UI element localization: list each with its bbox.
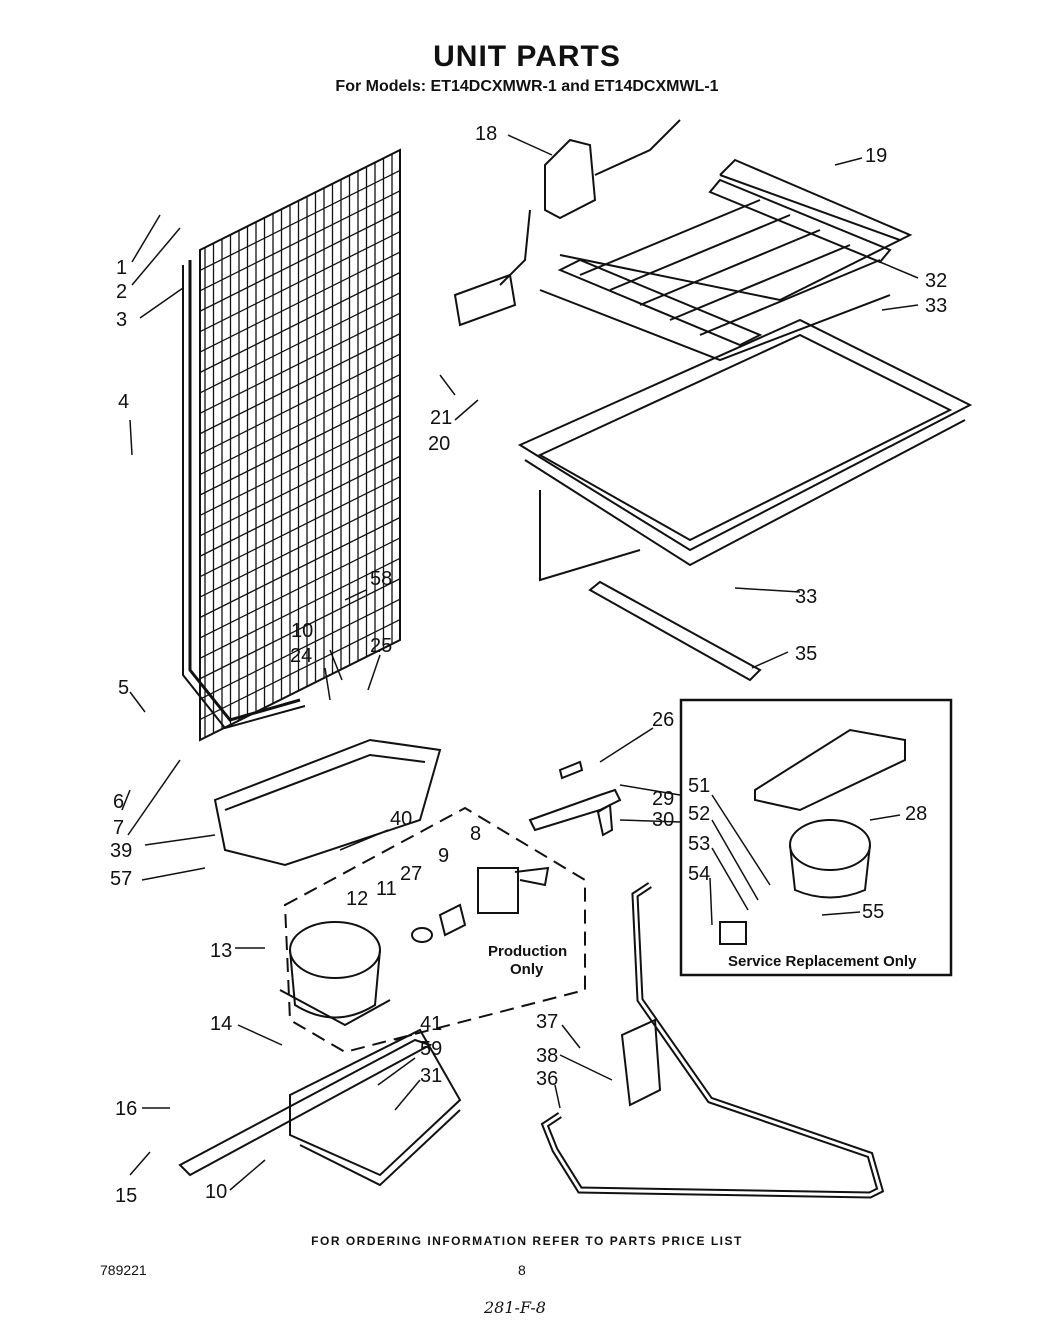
condenser-coil [182,148,401,742]
drain-pan [213,738,442,867]
callout-5: 5 [118,677,129,699]
callout-9: 9 [438,845,449,867]
callout-38: 38 [536,1045,558,1067]
page-title: UNIT PARTS [433,40,621,73]
production-label-line1: Production [488,943,567,960]
callout-3: 3 [116,309,127,331]
callout-27: 27 [400,863,422,885]
page-number: 8 [518,1262,526,1278]
handwritten-note: 281-F-8 [484,1298,546,1317]
service-compressor [719,728,906,945]
callout-31: 31 [420,1065,442,1087]
evaporator-assembly [517,158,973,682]
callout-52: 52 [688,803,710,825]
callout-36: 36 [536,1068,558,1090]
callout-15: 15 [115,1185,137,1207]
callout-6: 6 [113,791,124,813]
page-subtitle: For Models: ET14DCXMWR-1 and ET14DCXMWL-… [335,78,719,95]
callout-57: 57 [110,868,132,890]
callout-8: 8 [470,823,481,845]
callout-54: 54 [688,863,710,885]
callout-19: 19 [865,145,887,167]
callout-37: 37 [536,1011,558,1033]
callout-12: 12 [346,888,368,910]
callout-53: 53 [688,833,710,855]
connecting-tubes [540,882,885,1199]
callout-29: 29 [652,788,674,810]
callout-40: 40 [390,808,412,830]
callout-51: 51 [688,775,710,797]
callout-numbers: 1 2 3 4 5 6 7 10 24 58 25 39 57 40 8 9 2… [110,123,947,1207]
callout-30: 30 [652,809,674,831]
temperature-control [453,119,681,327]
callout-20: 20 [428,433,450,455]
callout-39: 39 [110,840,132,862]
callout-21: 21 [430,407,452,429]
callout-4: 4 [118,391,129,413]
callout-7: 7 [113,817,124,839]
callout-33a: 33 [925,295,947,317]
base-frame [178,1028,462,1187]
callout-2: 2 [116,281,127,303]
callout-1: 1 [116,257,127,279]
document-number: 789221 [100,1262,147,1278]
callout-10a: 10 [291,620,313,642]
production-only-box [283,806,586,1054]
callout-58: 58 [370,568,392,590]
callout-41: 41 [420,1013,442,1035]
leader-lines [121,134,919,1191]
callout-59: 59 [420,1038,442,1060]
callout-35: 35 [795,643,817,665]
callout-18: 18 [475,123,497,145]
callout-10b: 10 [205,1181,227,1203]
production-label-line2: Only [510,961,544,978]
callout-14: 14 [210,1013,232,1035]
relay-parts [411,866,550,943]
callout-11: 11 [376,878,397,900]
callout-33b: 33 [795,586,817,608]
callout-26: 26 [652,709,674,731]
callout-32: 32 [925,270,947,292]
callout-16: 16 [115,1098,137,1120]
callout-13: 13 [210,940,232,962]
service-replacement-label: Service Replacement Only [728,953,917,970]
callout-28: 28 [905,803,927,825]
service-replacement-box [679,698,953,977]
compressor [279,921,391,1027]
callout-24: 24 [290,645,312,667]
callout-25: 25 [370,635,392,657]
callout-55: 55 [862,901,884,923]
filter-drier [528,760,622,837]
ordering-footer: FOR ORDERING INFORMATION REFER TO PARTS … [311,1234,743,1248]
